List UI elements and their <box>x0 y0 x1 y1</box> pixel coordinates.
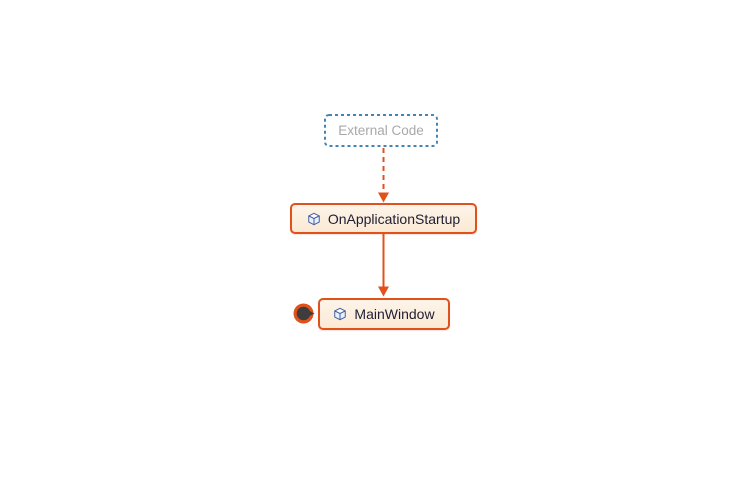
arrowhead-icon <box>378 286 389 297</box>
node-mainwindow[interactable]: MainWindow <box>318 298 450 330</box>
dashed-border <box>324 114 438 147</box>
cube-icon <box>333 307 347 321</box>
edge-startup-to-main[interactable] <box>378 234 389 297</box>
incoming-link-badge[interactable] <box>293 302 317 326</box>
node-label: OnApplicationStartup <box>327 210 461 227</box>
arrowhead-icon <box>378 192 389 203</box>
node-label: External Code <box>338 123 424 138</box>
node-external-code[interactable]: External Code <box>324 114 438 147</box>
node-label: MainWindow <box>354 306 435 322</box>
cube-icon <box>307 212 321 226</box>
edge-external-to-startup[interactable] <box>378 148 389 203</box>
node-onapplicationstartup[interactable]: OnApplicationStartup <box>290 203 477 234</box>
arrowhead-icon <box>302 307 315 320</box>
